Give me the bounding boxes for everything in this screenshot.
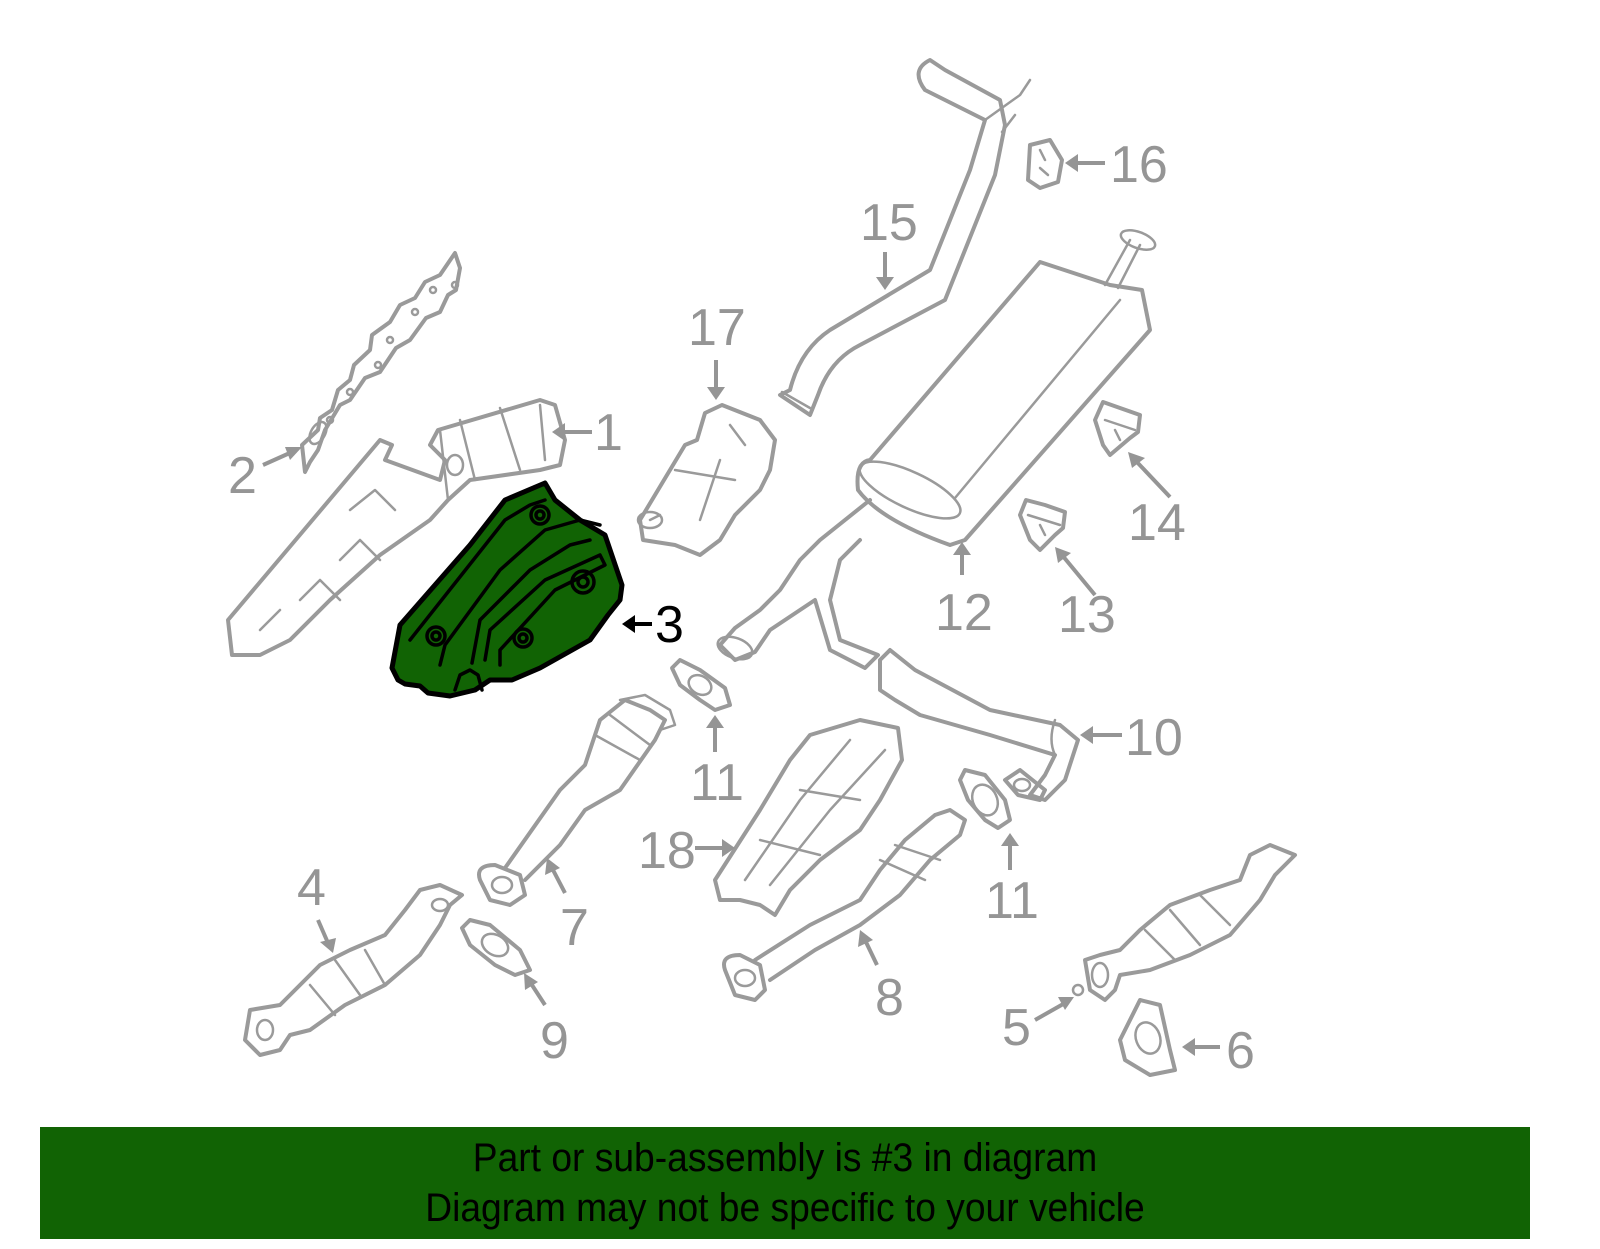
svg-text:3: 3 bbox=[655, 596, 684, 654]
svg-text:13: 13 bbox=[1058, 586, 1116, 644]
callout-16: 16 bbox=[1065, 136, 1168, 194]
banner-part-note: Part or sub-assembly is #3 in diagram bbox=[472, 1136, 1098, 1180]
part-2-manifold-gasket[interactable] bbox=[300, 251, 462, 474]
callout-17: 17 bbox=[688, 299, 746, 400]
svg-text:5: 5 bbox=[1002, 999, 1031, 1057]
banner-disclaimer: Diagram may not be specific to your vehi… bbox=[425, 1186, 1145, 1230]
callout-8: 8 bbox=[858, 930, 904, 1027]
svg-text:14: 14 bbox=[1128, 494, 1186, 552]
part-5-catalytic-converter[interactable] bbox=[1071, 843, 1297, 1002]
callout-2: 2 bbox=[228, 447, 302, 505]
callout-3: 3 bbox=[622, 596, 684, 654]
part-6-gasket[interactable] bbox=[1118, 998, 1177, 1077]
callout-10: 10 bbox=[1080, 709, 1183, 767]
part-17-heat-insulator[interactable] bbox=[636, 403, 777, 557]
part-3-heat-insulator-highlighted[interactable] bbox=[389, 480, 625, 699]
callout-9: 9 bbox=[524, 973, 569, 1070]
callout-18: 18 bbox=[638, 822, 735, 880]
part-18-heat-insulator[interactable] bbox=[713, 718, 904, 917]
part-12-main-muffler[interactable] bbox=[715, 226, 1158, 670]
svg-text:18: 18 bbox=[638, 822, 696, 880]
svg-text:2: 2 bbox=[228, 447, 257, 505]
part-9-gasket[interactable] bbox=[460, 918, 532, 977]
svg-text:17: 17 bbox=[688, 299, 746, 357]
part-16-rubber-hanger[interactable] bbox=[1026, 138, 1064, 190]
svg-text:10: 10 bbox=[1125, 709, 1183, 767]
part-11-gasket-lower[interactable] bbox=[958, 768, 1012, 830]
part-10-center-pipe[interactable] bbox=[878, 648, 1080, 802]
svg-text:1: 1 bbox=[594, 404, 623, 462]
callout-4: 4 bbox=[297, 859, 336, 953]
callout-15: 15 bbox=[860, 194, 918, 290]
part-15-tail-pipe[interactable] bbox=[778, 58, 1032, 417]
callout-12: 12 bbox=[935, 542, 993, 642]
svg-text:11: 11 bbox=[985, 872, 1039, 930]
callout-11-upper: 11 bbox=[690, 715, 744, 812]
svg-text:9: 9 bbox=[540, 1012, 569, 1070]
svg-text:6: 6 bbox=[1226, 1022, 1255, 1080]
part-8-front-pipe[interactable] bbox=[722, 808, 967, 1002]
part-4-catalytic-converter[interactable] bbox=[243, 883, 464, 1057]
svg-text:8: 8 bbox=[875, 969, 904, 1027]
part-11-gasket-upper[interactable] bbox=[670, 658, 732, 712]
svg-text:7: 7 bbox=[560, 899, 589, 957]
svg-text:12: 12 bbox=[935, 584, 993, 642]
callout-7: 7 bbox=[545, 858, 589, 957]
callout-5: 5 bbox=[1002, 997, 1074, 1057]
callout-13: 13 bbox=[1055, 547, 1116, 644]
callout-6: 6 bbox=[1182, 1022, 1255, 1080]
svg-text:16: 16 bbox=[1110, 136, 1168, 194]
info-banner: Part or sub-assembly is #3 in diagram Di… bbox=[40, 1127, 1530, 1239]
part-13-rubber-hanger[interactable] bbox=[1018, 498, 1067, 552]
part-1-exhaust-manifold[interactable] bbox=[226, 398, 567, 657]
svg-text:4: 4 bbox=[297, 859, 326, 917]
svg-text:15: 15 bbox=[860, 194, 918, 252]
svg-text:11: 11 bbox=[690, 754, 744, 812]
callout-14: 14 bbox=[1128, 452, 1186, 552]
callout-11-lower: 11 bbox=[985, 833, 1039, 930]
part-7-front-pipe[interactable] bbox=[477, 693, 677, 907]
callout-1: 1 bbox=[552, 404, 623, 462]
part-14-rubber-hanger[interactable] bbox=[1093, 400, 1142, 457]
